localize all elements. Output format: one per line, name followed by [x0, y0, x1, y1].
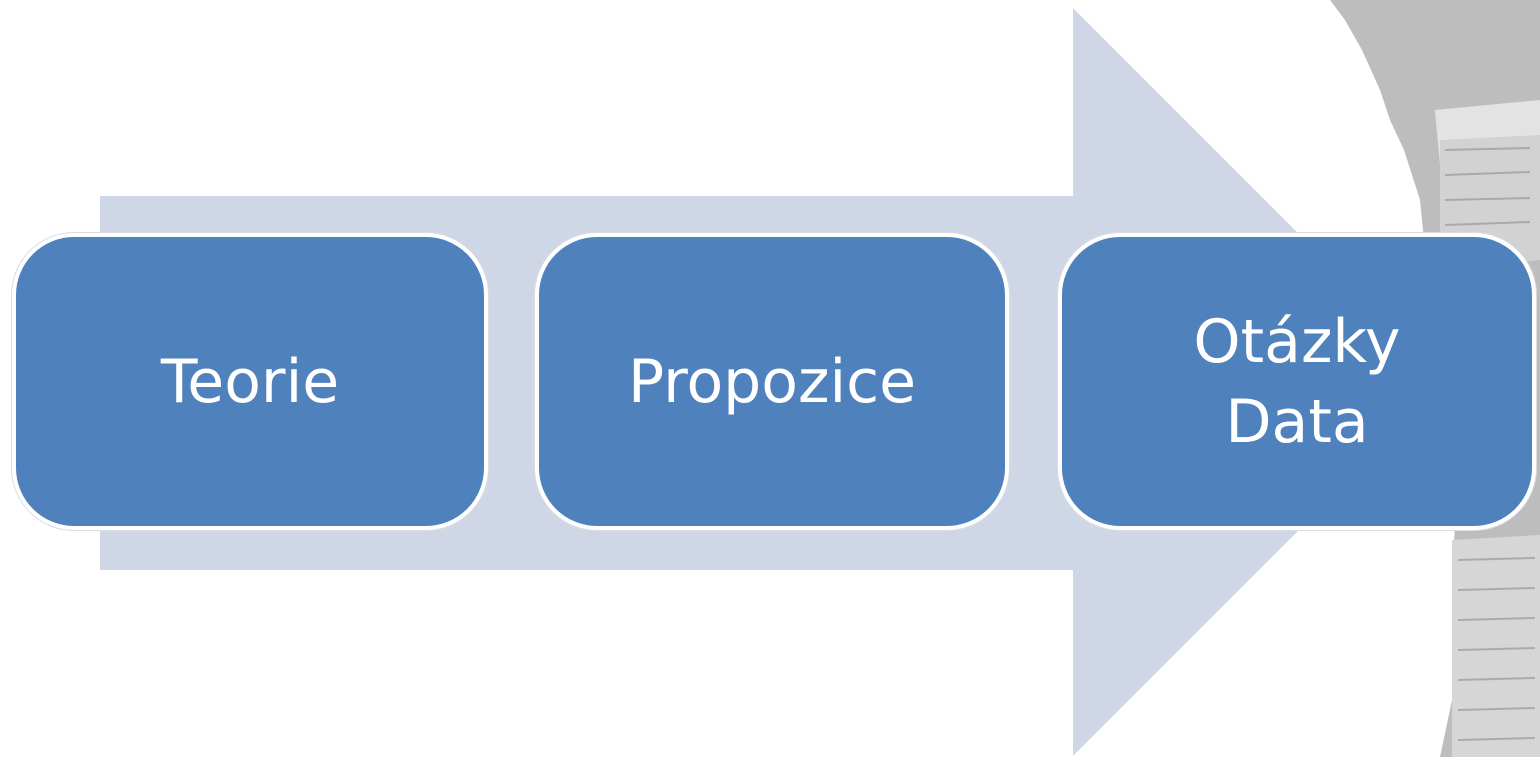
step-label: Teorie — [160, 346, 340, 417]
step-box-teorie: Teorie — [12, 233, 488, 530]
step-label: Otázky Data — [1193, 306, 1401, 457]
step-box-propozice: Propozice — [535, 233, 1009, 530]
step-box-otazky-data: Otázky Data — [1058, 233, 1536, 530]
step-label: Propozice — [627, 346, 917, 417]
